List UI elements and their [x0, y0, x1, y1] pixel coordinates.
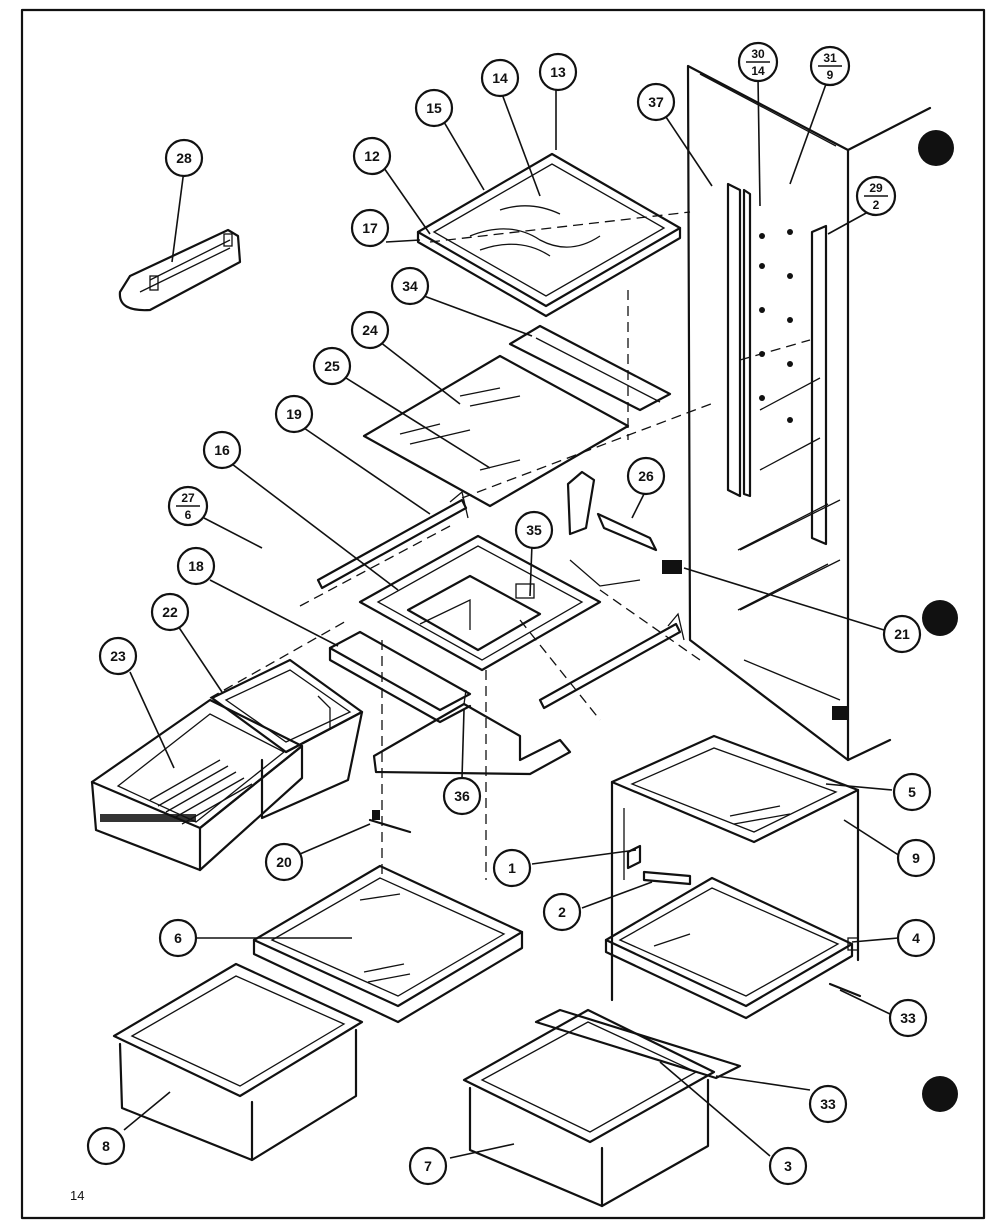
- callout-7: 7: [408, 1146, 448, 1186]
- page-border: [20, 8, 986, 1220]
- callout-label: 33: [820, 1096, 836, 1112]
- callout-5: 5: [892, 772, 932, 812]
- callout-label: 9: [912, 850, 920, 866]
- callout-label: 26: [638, 468, 654, 484]
- callout-label: 5: [908, 784, 916, 800]
- callout-label: 14: [492, 70, 508, 86]
- callout-24: 24: [350, 310, 390, 350]
- callout-2: 2: [542, 892, 582, 932]
- part-rail-33: [534, 982, 862, 1080]
- callout-28: 28: [164, 138, 204, 178]
- callout-3: 3: [768, 1146, 808, 1186]
- callout-19: 19: [274, 394, 314, 434]
- callout-17: 17: [350, 208, 390, 248]
- callout-label: 24: [362, 322, 378, 338]
- callout-label: 22: [162, 604, 178, 620]
- callout-label: 25: [324, 358, 340, 374]
- callout-20: 20: [264, 842, 304, 882]
- callout-23: 23: [98, 636, 138, 676]
- part-dairy-door: [118, 228, 242, 312]
- callout-label: 16: [214, 442, 230, 458]
- part-pan-8: [112, 962, 364, 1162]
- callout-label: 36: [454, 788, 470, 804]
- part-slide-rails: [316, 490, 685, 710]
- callout-label: 6: [174, 930, 182, 946]
- callout-33-right: 33: [888, 998, 928, 1038]
- part-cabinet-liner: [686, 64, 932, 762]
- callout-33-lower: 33: [808, 1084, 848, 1124]
- callout-label: 23: [110, 648, 126, 664]
- callout-label: 35: [526, 522, 542, 538]
- callout-18: 18: [176, 546, 216, 586]
- callout-9: 9: [896, 838, 936, 878]
- punch-hole-bottom: [922, 1076, 958, 1112]
- part-roller: [368, 810, 412, 834]
- callout-16: 16: [202, 430, 242, 470]
- part-glass-shelf: [362, 290, 672, 508]
- part-humidity-control: [566, 470, 682, 574]
- callout-36: 36: [442, 776, 482, 816]
- callout-12: 12: [352, 136, 392, 176]
- callout-label: 37: [648, 94, 664, 110]
- callout-sublabel: 6: [185, 508, 192, 522]
- callout-30-14: 30 14: [737, 41, 779, 83]
- callout-label: 17: [362, 220, 378, 236]
- part-crossbar: [372, 689, 572, 776]
- part-crisper-frame: [328, 534, 602, 724]
- callout-label: 33: [900, 1010, 916, 1026]
- punch-hole-top: [918, 130, 954, 166]
- callout-label: 31: [823, 51, 837, 65]
- part-meat-pan: [90, 698, 304, 872]
- part-glass-shelf-6: [252, 864, 524, 1024]
- part-pan-shelf: [604, 876, 859, 1020]
- callout-sublabel: 2: [873, 198, 880, 212]
- leader-lines: [123, 77, 901, 1159]
- callout-label: 8: [102, 1138, 110, 1154]
- callout-label: 2: [558, 904, 566, 920]
- callout-sublabel: 9: [827, 68, 834, 82]
- callout-31-9: 31 9: [809, 45, 851, 87]
- callout-label: 12: [364, 148, 380, 164]
- callout-label: 34: [402, 278, 418, 294]
- part-crisper-pan: [210, 658, 364, 820]
- callout-6: 6: [158, 918, 198, 958]
- part-slides-1-2: [626, 844, 692, 886]
- callout-22: 22: [150, 592, 190, 632]
- callout-label: 7: [424, 1158, 432, 1174]
- callout-label: 27: [181, 491, 195, 505]
- callout-29-2: 29 2: [855, 175, 897, 217]
- callout-label: 29: [869, 181, 883, 195]
- callout-sublabel: 14: [751, 64, 765, 78]
- callout-15: 15: [414, 88, 454, 128]
- callout-35: 35: [514, 510, 554, 550]
- callout-25: 25: [312, 346, 352, 386]
- callout-4: 4: [896, 918, 936, 958]
- callout-14: 14: [480, 58, 520, 98]
- callout-label: 20: [276, 854, 292, 870]
- callout-13: 13: [538, 52, 578, 92]
- callout-27-6: 27 6: [167, 485, 209, 527]
- part-pan-cover: [610, 734, 860, 1002]
- callout-label: 21: [894, 626, 910, 642]
- callout-8: 8: [86, 1126, 126, 1166]
- callout-37: 37: [636, 82, 676, 122]
- callout-26: 26: [626, 456, 666, 496]
- callout-label: 28: [176, 150, 192, 166]
- page-number: 14: [70, 1188, 84, 1203]
- callout-label: 1: [508, 860, 516, 876]
- callout-label: 30: [751, 47, 765, 61]
- punch-hole-middle: [922, 600, 958, 636]
- callout-21: 21: [882, 614, 922, 654]
- callout-label: 19: [286, 406, 302, 422]
- callout-label: 18: [188, 558, 204, 574]
- assembly-lines: [209, 211, 841, 880]
- callout-1: 1: [492, 848, 532, 888]
- callout-label: 13: [550, 64, 566, 80]
- callout-label: 3: [784, 1158, 792, 1174]
- part-top-shelf: [416, 152, 682, 318]
- callout-label: 15: [426, 100, 442, 116]
- callout-label: 4: [912, 930, 920, 946]
- callout-34: 34: [390, 266, 430, 306]
